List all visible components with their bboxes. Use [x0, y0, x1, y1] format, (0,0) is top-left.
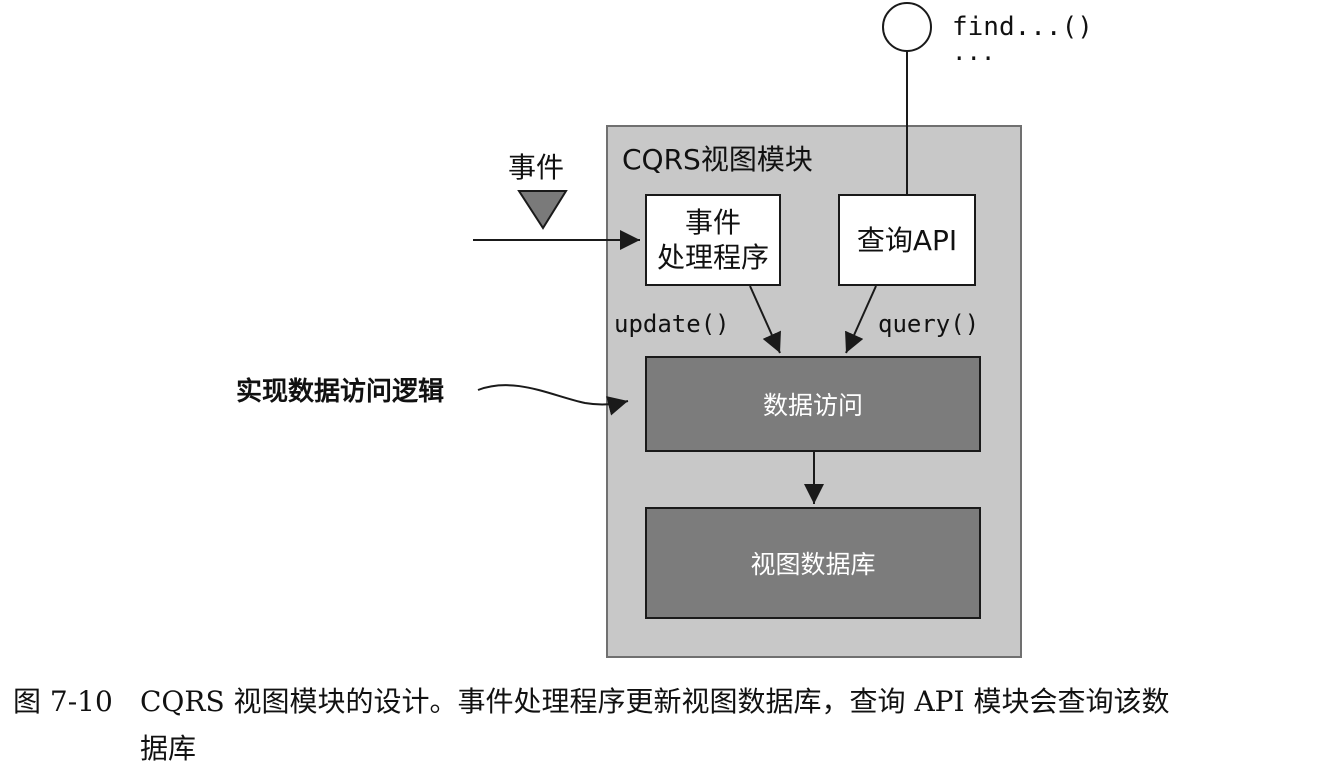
update-method-label: update()	[614, 310, 730, 338]
figure-number: 图 7-10	[13, 685, 113, 718]
query-method-label: query()	[878, 310, 980, 338]
data-access-logic-label: 实现数据访问逻辑	[236, 377, 445, 407]
caption-text-line-2: 据库	[140, 732, 197, 765]
event-label: 事件	[508, 151, 565, 184]
data-access-box: 数据访问	[645, 356, 981, 452]
view-database-box: 视图数据库	[645, 507, 981, 619]
logic-callout-arrow	[477, 384, 629, 416]
diagram-connectors	[473, 2, 932, 504]
interface-circle-icon	[882, 2, 932, 52]
event-handler-line-1: 事件	[684, 206, 741, 239]
cqrs-view-module-diagram: CQRS视图模块 事件 事件 处理程序 查询API 数据访问 视图数据库 fin…	[236, 2, 1093, 658]
caption-text-line-1: CQRS 视图模块的设计。事件处理程序更新视图数据库，查询 API 模块会查询该…	[140, 685, 1170, 718]
query-api-box: 查询API	[838, 194, 976, 286]
event-handler-box: 事件 处理程序	[645, 194, 781, 286]
data-access-label: 数据访问	[762, 391, 863, 420]
figure-caption: 图 7-10 CQRS 视图模块的设计。事件处理程序更新视图数据库，查询 API…	[0, 672, 1337, 775]
event-triangle-icon	[517, 190, 568, 230]
event-handler-label: 事件 处理程序	[657, 205, 769, 275]
additional-methods-label: ...	[952, 38, 996, 66]
update-arrow	[749, 285, 781, 354]
view-database-label: 视图数据库	[750, 550, 876, 579]
query-api-label: 查询API	[856, 223, 958, 257]
event-handler-line-2: 处理程序	[656, 241, 769, 274]
module-title: CQRS视图模块	[622, 143, 813, 176]
find-method-label: find...()	[952, 12, 1093, 42]
query-arrow	[845, 285, 877, 354]
